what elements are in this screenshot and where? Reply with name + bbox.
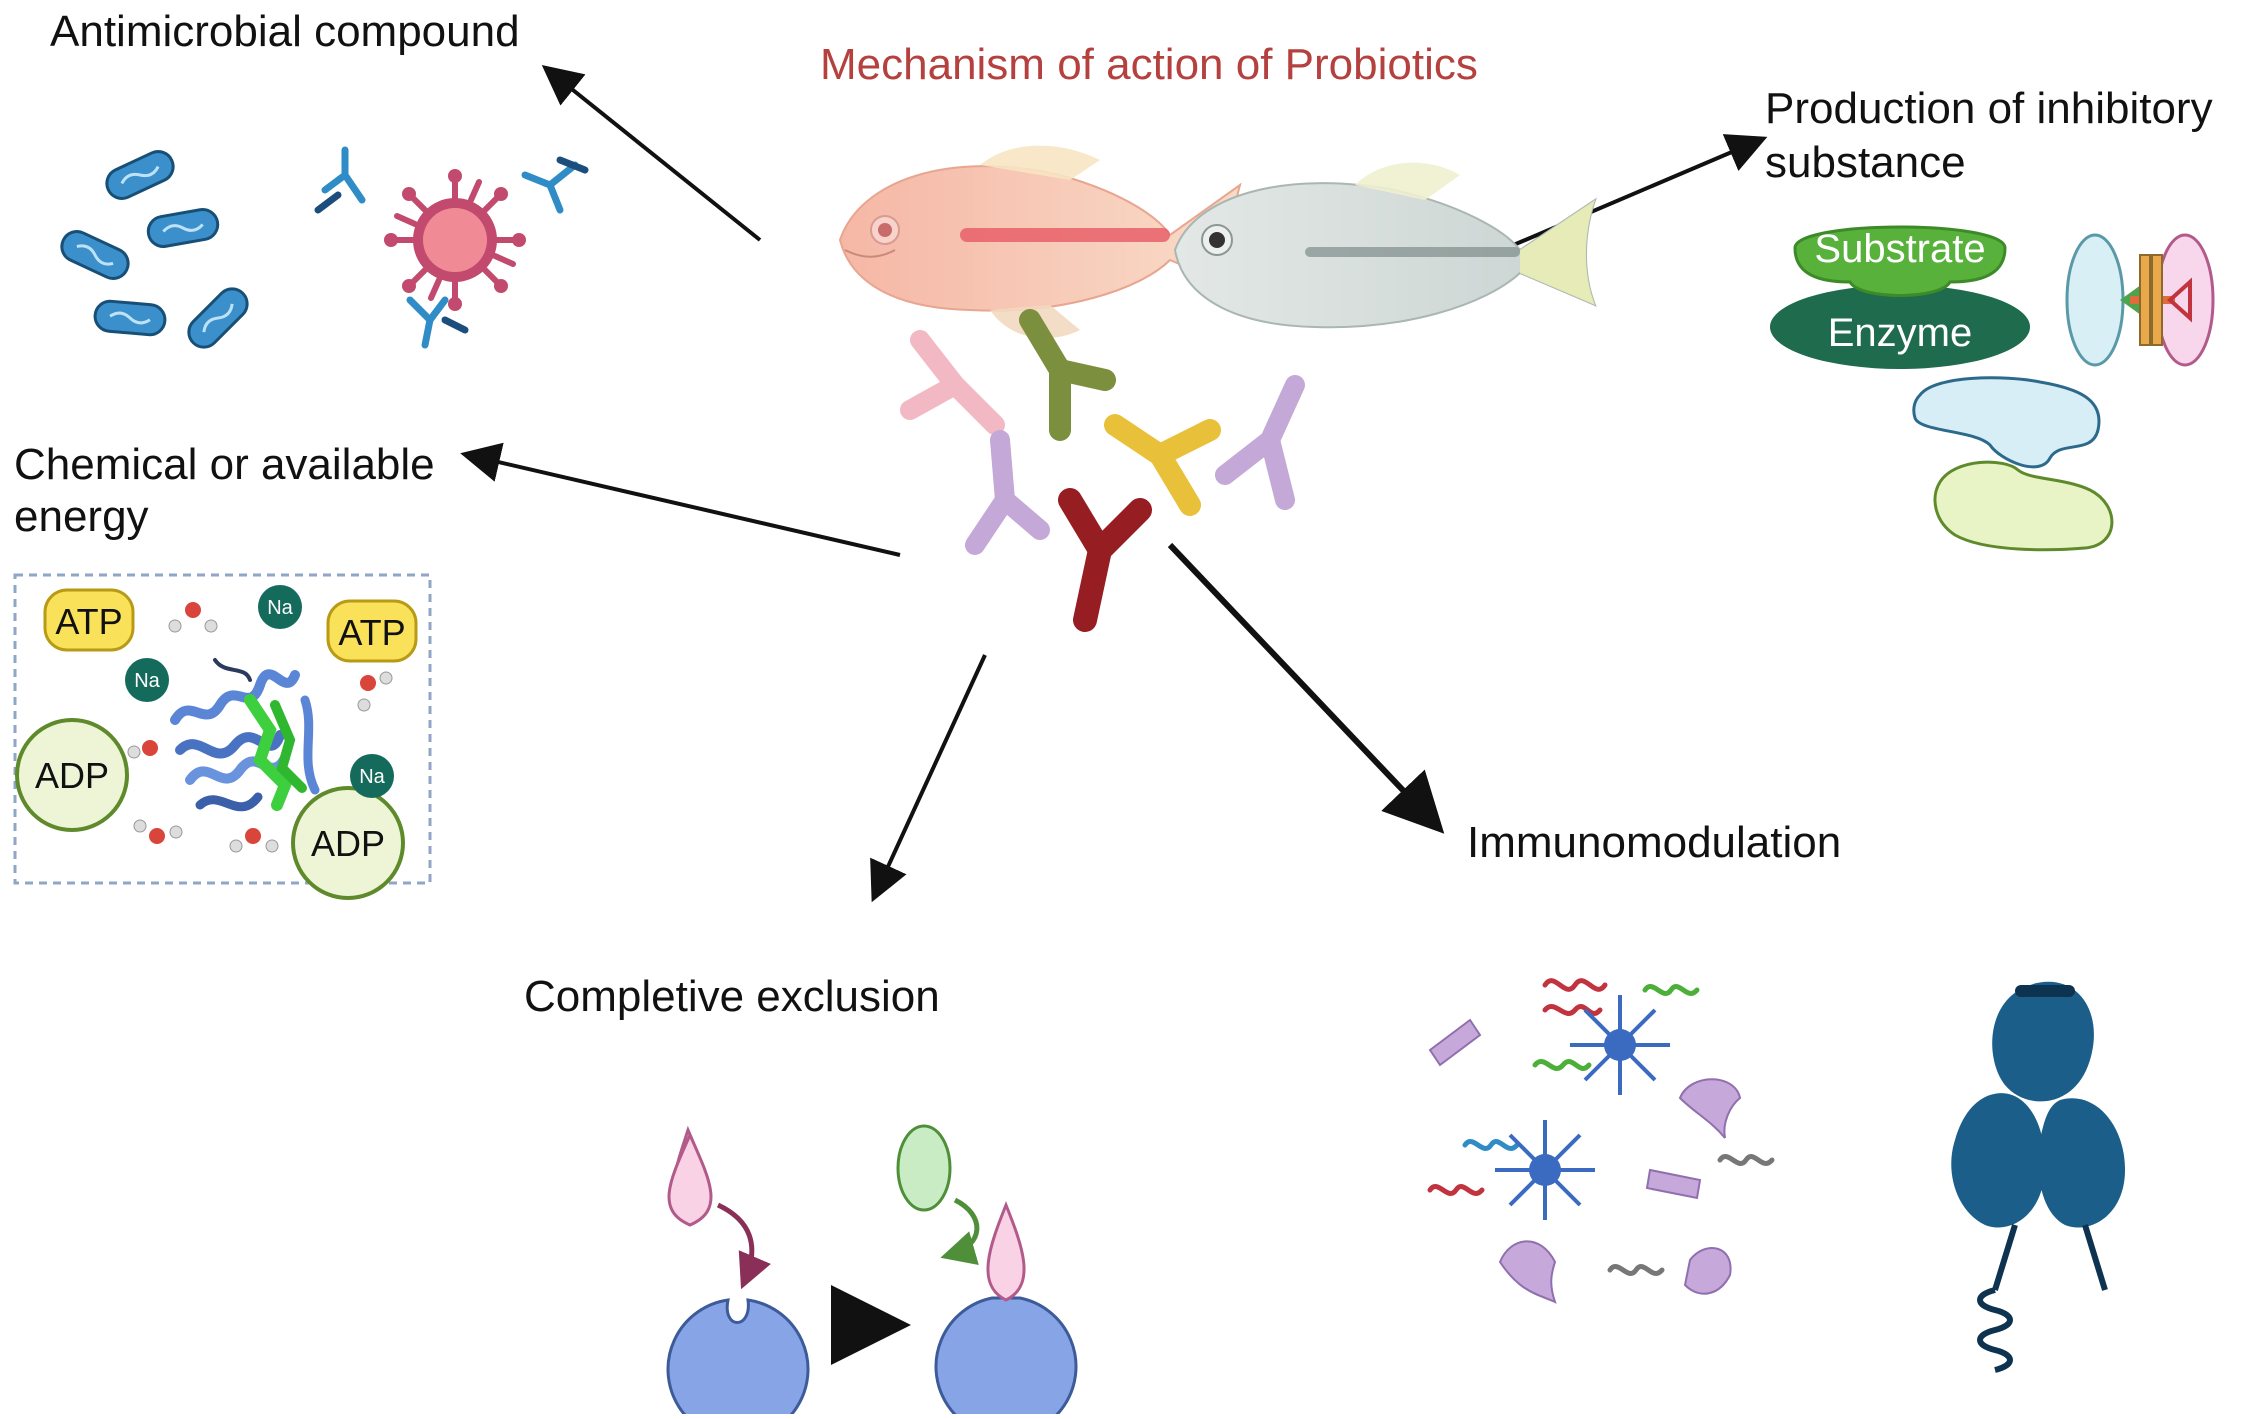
arrows	[460, 64, 1768, 903]
adp-label-2: ADP	[311, 823, 385, 864]
arrow-immuno	[1167, 542, 1445, 834]
label-energy-line1: Chemical or available	[14, 440, 435, 489]
diagram-title: Mechanism of action of Probiotics	[820, 40, 1478, 89]
atp-badge	[326, 599, 418, 663]
probiotic-ellipse-icon	[896, 1124, 952, 1212]
label-antimicrobial: Antimicrobial compound	[50, 7, 520, 56]
bacteria-icon	[60, 150, 249, 349]
antibody-icon	[900, 309, 1305, 632]
substrate-label: Substrate	[1814, 227, 1985, 271]
adp-badge	[291, 786, 405, 900]
atp-label-1: ATP	[55, 601, 122, 642]
receptor-cell-icon	[1495, 995, 1670, 1220]
lectin-icon	[1428, 1018, 1742, 1304]
fish-icon	[838, 145, 1597, 339]
antibody-small-icon	[314, 146, 589, 349]
label-energy-line2: energy	[14, 492, 149, 541]
toll-like-receptor-icon	[1951, 981, 2125, 1373]
arrow-exclusion	[870, 654, 987, 903]
atp-badge	[43, 588, 135, 652]
water-molecule-icon	[127, 602, 393, 853]
label-inhibitory-line2: substance	[1765, 138, 1966, 187]
na-label-3: Na	[359, 766, 385, 788]
sodium-ion	[350, 754, 394, 798]
na-label-1: Na	[267, 597, 293, 619]
protein-structure-icon	[170, 658, 320, 812]
sodium-ion	[125, 658, 169, 702]
enzyme-icon	[1770, 225, 2030, 369]
arrow-inhibitory	[1489, 134, 1768, 257]
arrow-antimicrobial	[541, 64, 762, 242]
na-label-2: Na	[134, 670, 160, 692]
label-immuno: Immunomodulation	[1467, 818, 1842, 867]
receptor-complex-icon	[2065, 233, 2215, 367]
virus-icon	[384, 169, 526, 311]
arrow-energy	[460, 442, 901, 557]
sodium-ion	[258, 585, 302, 629]
cytokine-icon	[1427, 978, 1775, 1276]
label-exclusion: Completive exclusion	[524, 972, 940, 1021]
adp-badge	[15, 718, 129, 832]
enzyme-label: Enzyme	[1828, 311, 1973, 355]
atp-label-2: ATP	[338, 612, 405, 653]
protein-blob-icon	[1912, 376, 2114, 552]
energy-panel	[13, 573, 432, 900]
adp-label-1: ADP	[35, 755, 109, 796]
immuno-panel	[1427, 978, 2125, 1373]
exclusion-panel	[666, 1124, 1078, 1419]
label-inhibitory-line1: Production of inhibitory	[1765, 84, 2213, 133]
